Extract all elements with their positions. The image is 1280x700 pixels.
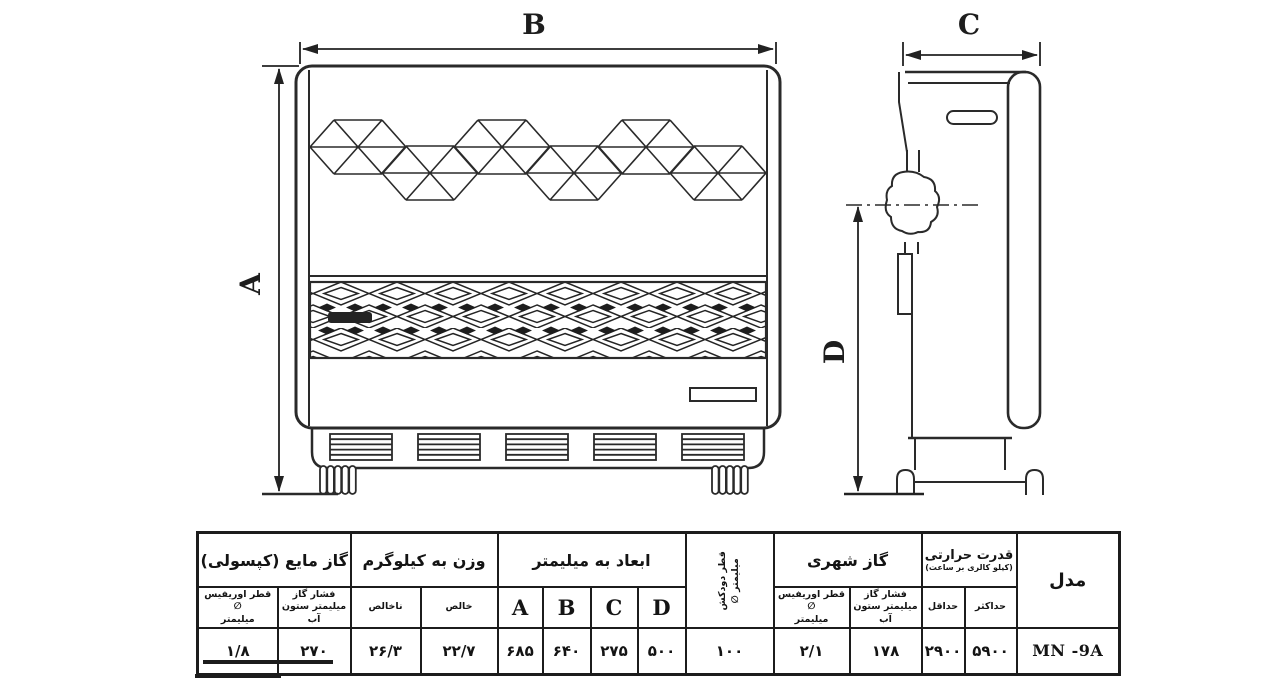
vent bbox=[505, 433, 569, 461]
power-max-header: حداکثر bbox=[963, 586, 1018, 629]
lpg-orifice-value: ۱/۸ bbox=[196, 627, 279, 675]
foot-coil bbox=[718, 465, 727, 495]
lpg-pressure-header: فشار گاز میلیمتر ستون آب bbox=[276, 586, 352, 629]
foot-coil bbox=[333, 465, 343, 495]
model-value: MN -9A bbox=[1015, 627, 1121, 675]
dim-a-value: ۶۸۵ bbox=[496, 627, 544, 675]
city-pressure-header: فشار گاز میلیمتر ستون آب bbox=[848, 586, 923, 629]
power-max-value: ۵۹۰۰ bbox=[963, 627, 1018, 675]
scan-artifact-line bbox=[203, 660, 333, 664]
lpg-orifice-header: قطر اوریفیس ∅ میلیمتر bbox=[196, 586, 279, 629]
side-view bbox=[846, 70, 1044, 495]
control-badge bbox=[689, 387, 757, 402]
side-back-bevel bbox=[898, 72, 908, 153]
side-front-panel bbox=[1006, 70, 1042, 430]
side-foot-left bbox=[896, 468, 915, 495]
foot-coil bbox=[319, 465, 328, 495]
hexagon-motif bbox=[669, 145, 767, 201]
dims-group-header: ابعاد به میلیمتر bbox=[496, 531, 687, 589]
weight-gross-header: ناخالص bbox=[349, 586, 422, 629]
dim-a-header: A bbox=[496, 586, 544, 629]
city-pressure-value: ۱۷۸ bbox=[848, 627, 923, 675]
hexagon-motif bbox=[309, 119, 407, 175]
city-orifice-header: قطر اوریفیس ∅ میلیمتر bbox=[772, 586, 851, 629]
spec-table: گاز مایع (کپسولی) وزن به کیلوگرم ابعاد ب… bbox=[196, 531, 1121, 676]
power-group-header: قدرت حرارتی (کیلو کالری بر ساعت) bbox=[920, 531, 1018, 589]
weight-group-header: وزن به کیلوگرم bbox=[349, 531, 499, 589]
foot-coil bbox=[348, 465, 357, 495]
dim-label-b: B bbox=[522, 8, 546, 41]
brand-logo bbox=[328, 312, 372, 323]
arrowhead bbox=[302, 44, 318, 54]
arrowhead bbox=[274, 68, 284, 84]
power-min-value: ۲۹۰۰ bbox=[920, 627, 966, 675]
heater-body bbox=[294, 64, 782, 430]
front-view bbox=[262, 64, 782, 496]
dim-c-value: ۲۷۵ bbox=[589, 627, 639, 675]
chimney-header: قطر دودکش میلیمتر ∅ bbox=[684, 531, 775, 629]
arrowhead bbox=[758, 44, 774, 54]
foot-coil bbox=[725, 465, 735, 495]
foot-coil bbox=[711, 465, 720, 495]
feet-coils bbox=[319, 465, 749, 495]
power-subtitle: (کیلو کالری بر ساعت) bbox=[925, 563, 1013, 573]
weight-net-header: خالص bbox=[419, 586, 499, 629]
dim-c-header: C bbox=[589, 586, 639, 629]
dim-label-c: C bbox=[958, 8, 980, 41]
vent-grilles bbox=[329, 433, 745, 461]
model-header: مدل bbox=[1015, 531, 1121, 629]
hexagon-motif bbox=[525, 145, 623, 201]
vent bbox=[681, 433, 745, 461]
arrowhead bbox=[853, 476, 863, 492]
dim-d-header: D bbox=[636, 586, 687, 629]
dimension-annotations bbox=[262, 42, 1041, 496]
weight-gross-value: ۲۶/۳ bbox=[349, 627, 422, 675]
hex-grille-pattern bbox=[309, 119, 767, 201]
dim-b-value: ۶۴۰ bbox=[541, 627, 592, 675]
lpg-pressure-value: ۲۷۰ bbox=[276, 627, 352, 675]
lpg-group-header: گاز مایع (کپسولی) bbox=[196, 531, 352, 589]
side-slot bbox=[946, 110, 998, 125]
base-unit bbox=[310, 428, 766, 470]
gas-pipe bbox=[897, 253, 913, 315]
foot-coil bbox=[733, 465, 742, 495]
argyle-band-fill bbox=[313, 296, 763, 341]
technical-drawing: B A C D bbox=[234, 8, 1044, 496]
hexagon-motif bbox=[381, 145, 479, 201]
arrowhead bbox=[274, 476, 284, 492]
chimney-header-text: قطر دودکش میلیمتر ∅ bbox=[716, 550, 741, 611]
dim-label-a: A bbox=[234, 272, 267, 296]
dim-b-header: B bbox=[541, 586, 592, 629]
arrowhead bbox=[1022, 50, 1038, 60]
foot-coil bbox=[326, 465, 335, 495]
vent bbox=[417, 433, 481, 461]
power-title: قدرت حرارتی bbox=[924, 548, 1014, 564]
arrowhead bbox=[853, 206, 863, 222]
gas-valve bbox=[884, 170, 941, 235]
hexagon-motif bbox=[597, 119, 695, 175]
vent bbox=[593, 433, 657, 461]
power-min-header: حداقل bbox=[920, 586, 966, 629]
city-orifice-value: ۲/۱ bbox=[772, 627, 851, 675]
side-foot-right bbox=[1025, 468, 1044, 495]
chimney-value: ۱۰۰ bbox=[684, 627, 775, 675]
foot-coil bbox=[340, 465, 350, 495]
vent bbox=[329, 433, 393, 461]
dim-label-d: D bbox=[818, 340, 851, 364]
foot-coil bbox=[740, 465, 749, 495]
dim-d-value: ۵۰۰ bbox=[636, 627, 687, 675]
city-gas-group-header: گاز شهری bbox=[772, 531, 923, 589]
hexagon-motif bbox=[453, 119, 551, 175]
arrowhead bbox=[905, 50, 921, 60]
weight-net-value: ۲۲/۷ bbox=[419, 627, 499, 675]
scan-artifact-line bbox=[195, 674, 281, 678]
